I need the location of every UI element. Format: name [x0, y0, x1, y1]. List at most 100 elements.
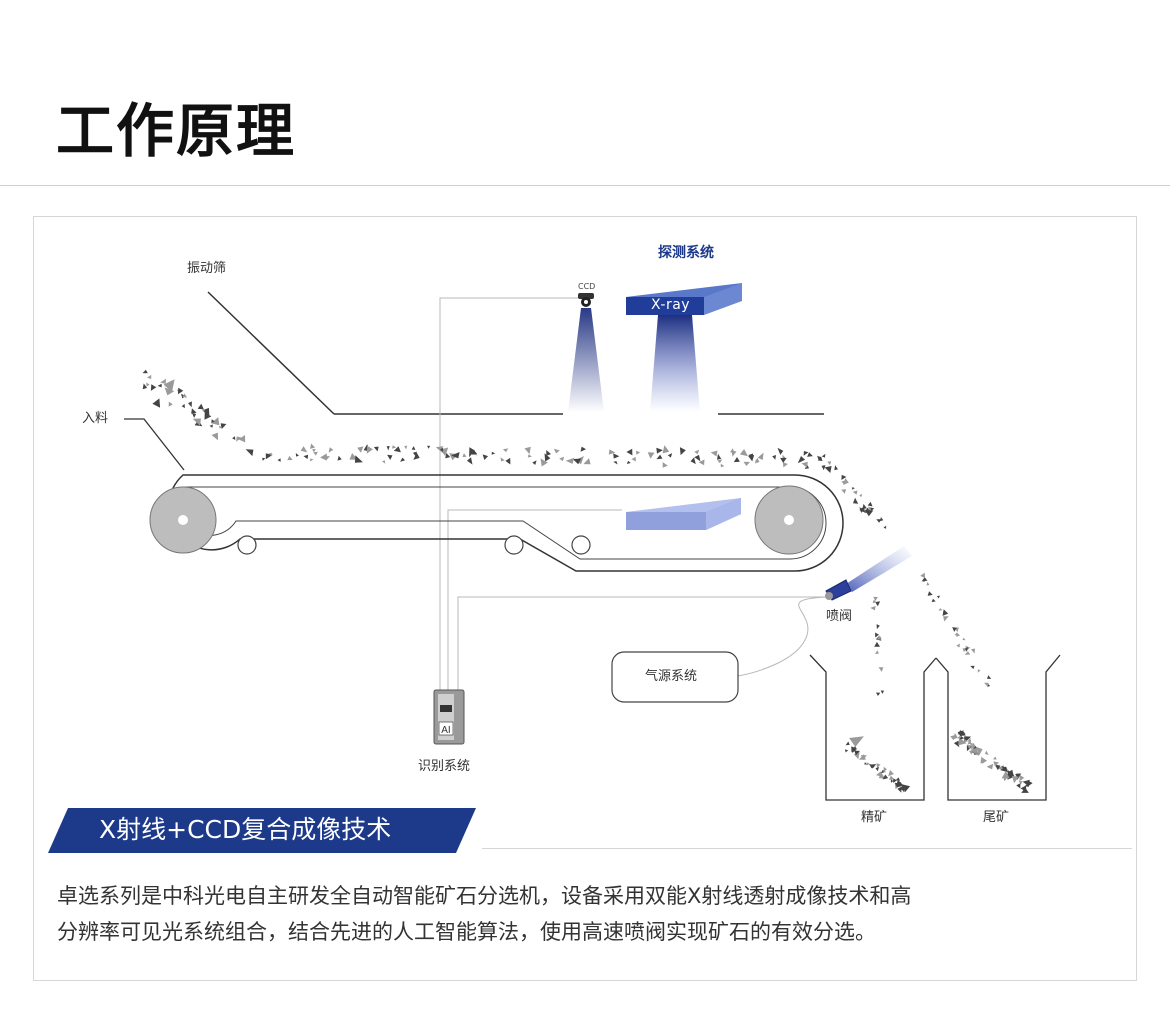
- ore-particle: [546, 450, 552, 456]
- ore-particle: [656, 454, 663, 460]
- ore-particle: [197, 403, 204, 410]
- ore-particle: [163, 379, 175, 393]
- technology-banner: [48, 808, 476, 853]
- ore-particle: [852, 490, 858, 495]
- ore-particle: [540, 458, 548, 467]
- ore-particle: [780, 457, 787, 463]
- banner-divider: [482, 848, 1132, 849]
- ccd-label: CCD: [578, 282, 596, 291]
- ore-particle: [807, 452, 813, 457]
- ore-particle: [310, 443, 316, 449]
- ore-particle: [969, 742, 973, 747]
- tailings-bin: [935, 654, 1061, 801]
- ore-particle: [844, 749, 849, 753]
- ore-particle: [956, 643, 960, 648]
- ore-particle: [952, 627, 957, 632]
- ore-particle: [874, 641, 880, 647]
- ore-particle: [177, 387, 184, 395]
- ore-particle: [277, 458, 281, 462]
- ore-particle: [472, 449, 478, 455]
- ore-particle: [667, 453, 673, 458]
- ore-particle: [182, 393, 188, 398]
- ore-particle: [662, 462, 668, 468]
- ore-particle: [851, 746, 857, 753]
- ore-particle: [864, 509, 874, 517]
- air-supply-line: [737, 596, 827, 677]
- ore-particle: [854, 750, 861, 756]
- ore-particle: [883, 766, 887, 772]
- ore-particle: [310, 458, 314, 462]
- ore-particle: [992, 756, 997, 760]
- ai-cabinet-label-box: [438, 721, 454, 736]
- ore-particle: [817, 455, 821, 460]
- ore-particle: [157, 383, 162, 388]
- xray-box-side: [704, 283, 742, 315]
- ore-particle: [188, 401, 192, 408]
- ore-particle: [300, 446, 308, 453]
- ore-particle: [482, 454, 489, 460]
- ore-particle: [782, 462, 788, 468]
- ore-particle: [211, 432, 218, 441]
- ore-particle: [875, 650, 879, 654]
- ore-particle: [986, 675, 992, 679]
- ore-particle: [964, 739, 968, 743]
- description: 卓选系列是中科光电自主研发全自动智能矿石分选机，设备采用双能X射线透射成像技术和…: [57, 878, 1117, 950]
- head-pulley-axle: [178, 515, 188, 525]
- ore-particle: [876, 692, 881, 696]
- ore-particle: [755, 457, 760, 462]
- ore-particle: [392, 445, 397, 449]
- ore-particle: [160, 378, 166, 384]
- detector-signal-line: [447, 509, 622, 690]
- ore-particle: [980, 759, 985, 764]
- ore-particle: [427, 445, 431, 449]
- ore-particle: [232, 436, 236, 440]
- idler-roller-2: [504, 535, 524, 555]
- detector-plate-side: [706, 498, 741, 530]
- ore-particle: [142, 383, 148, 390]
- ore-particle: [878, 667, 884, 672]
- ore-particle: [876, 624, 880, 630]
- ore-particle: [1027, 780, 1033, 786]
- ore-particle: [970, 665, 975, 670]
- ore-particle: [386, 446, 390, 451]
- ore-particle: [995, 764, 1001, 771]
- ore-particle: [295, 453, 299, 457]
- ore-particle: [899, 785, 906, 792]
- ore-particle: [984, 750, 989, 755]
- ore-particle: [894, 782, 901, 788]
- ore-particle: [1015, 773, 1022, 780]
- ore-particle: [867, 501, 873, 507]
- ore-particle: [411, 446, 416, 450]
- ore-particle: [880, 769, 884, 774]
- ore-particle: [710, 450, 718, 457]
- ore-particle: [877, 635, 882, 640]
- ore-particle: [827, 461, 832, 466]
- detection-system-label: 探测系统: [658, 245, 714, 261]
- ore-particle: [717, 459, 723, 464]
- ore-particle: [821, 465, 826, 471]
- ore-particle: [559, 456, 565, 462]
- ore-particle: [821, 453, 826, 458]
- air-system-box: [611, 651, 739, 703]
- spray-valve-label: 喷阀: [826, 609, 853, 624]
- ore-particle: [694, 449, 700, 455]
- ore-particle: [236, 436, 242, 442]
- air-system-label: 气源系统: [645, 669, 698, 684]
- ore-particle: [965, 647, 969, 652]
- ore-particle: [387, 454, 393, 460]
- ore-particle: [373, 446, 379, 452]
- ore-particle: [824, 466, 832, 473]
- ore-particle: [192, 413, 197, 418]
- ore-particle: [873, 596, 878, 601]
- ore-particle: [220, 423, 227, 429]
- conveyor-belt-outer: [167, 474, 844, 572]
- ore-particle: [462, 453, 467, 458]
- idler-roller-3: [571, 535, 591, 555]
- ore-particle: [287, 455, 293, 461]
- ore-particle: [613, 461, 618, 465]
- ore-particle: [565, 457, 575, 464]
- ore-particle: [842, 478, 849, 485]
- ore-particle: [400, 457, 406, 462]
- ore-particle: [201, 409, 206, 412]
- ore-particle: [987, 684, 991, 687]
